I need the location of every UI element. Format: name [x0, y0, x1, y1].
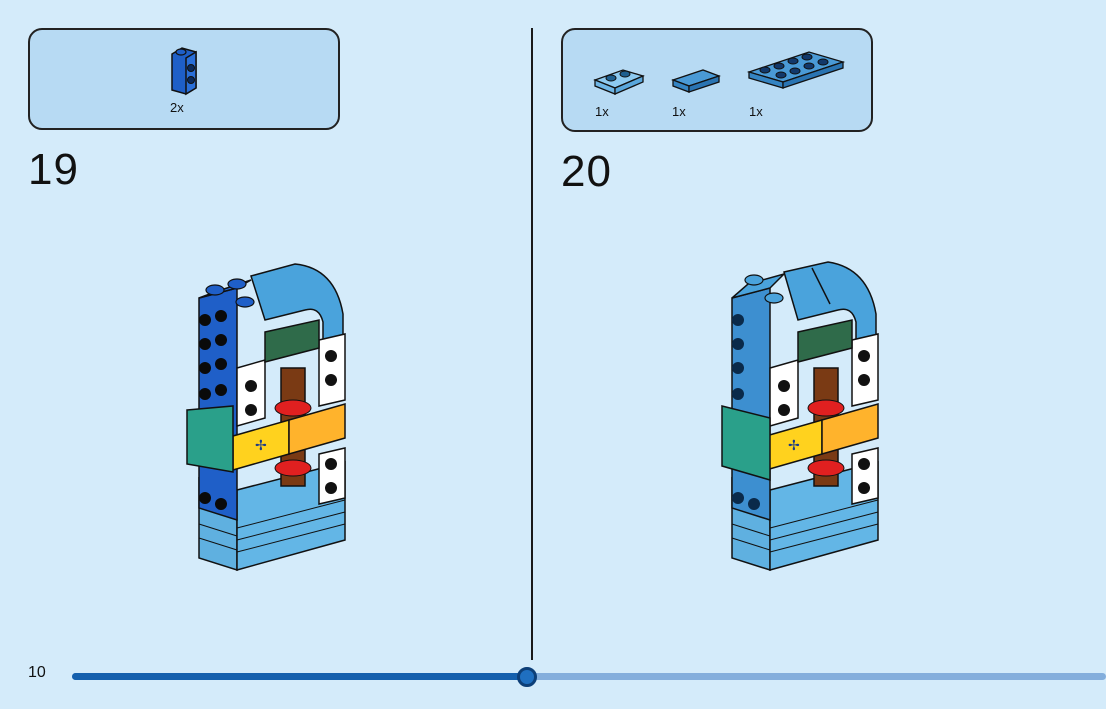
build-model-step-20: ✢: [718, 258, 888, 578]
blue-brick-1x1-side-studs-icon: [168, 44, 208, 94]
step-number-19: 19: [28, 145, 79, 195]
build-model-step-19: ✢: [185, 258, 355, 578]
progress-fill: [72, 673, 527, 680]
step-divider: [531, 28, 533, 660]
progress-knob: [517, 667, 537, 687]
part-qty: 1x: [749, 104, 763, 119]
blue-plate-2x4-icon: [747, 50, 847, 90]
blue-tile-1x2-icon: [671, 68, 731, 98]
parts-box-step-20: 1x 1x 1x: [561, 28, 873, 132]
page-number: 10: [28, 664, 46, 682]
part-qty: 2x: [170, 100, 184, 115]
parts-box-step-19: 2x: [28, 28, 340, 130]
step-number-20: 20: [561, 147, 612, 197]
light-blue-plate-1x2-icon: [593, 66, 653, 96]
part-qty: 1x: [672, 104, 686, 119]
svg-text:✢: ✢: [788, 438, 800, 454]
part-qty: 1x: [595, 104, 609, 119]
svg-text:✢: ✢: [255, 438, 267, 454]
